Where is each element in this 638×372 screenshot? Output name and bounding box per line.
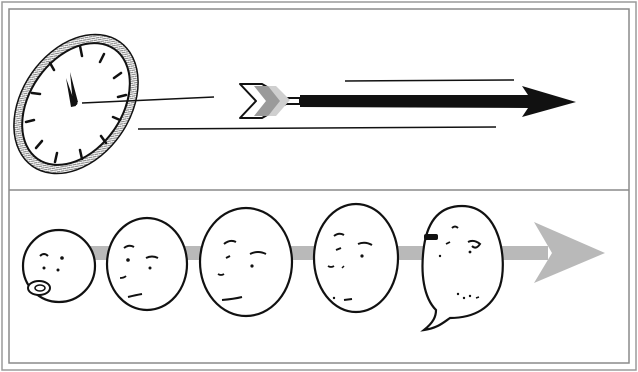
face-baby xyxy=(23,230,95,302)
face-child xyxy=(107,218,187,310)
face-adult xyxy=(200,208,292,316)
face-middle-aged xyxy=(314,204,398,312)
